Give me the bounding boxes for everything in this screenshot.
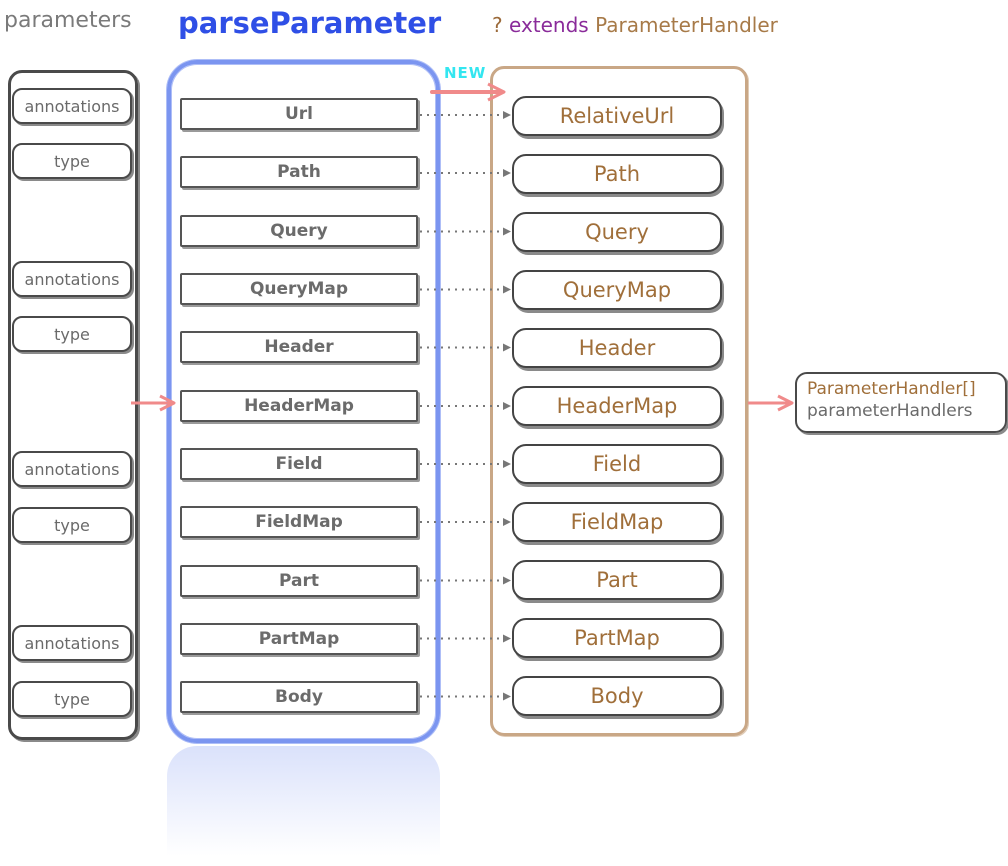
- param-type-3: type: [12, 507, 132, 543]
- handler-field: Field: [512, 444, 722, 484]
- annotation-path: Path: [180, 156, 418, 188]
- annotation-query: Query: [180, 215, 418, 247]
- handler-path: Path: [512, 154, 722, 194]
- result-name: parameterHandlers: [807, 401, 973, 421]
- handler-column: [490, 66, 748, 736]
- annotation-headermap: HeaderMap: [180, 390, 418, 422]
- handler-headermap: HeaderMap: [512, 386, 722, 426]
- parameters-title: parameters: [4, 8, 132, 33]
- annotation-field: Field: [180, 448, 418, 480]
- output-arrow: [748, 394, 794, 412]
- handler-fieldmap: FieldMap: [512, 502, 722, 542]
- annotation-querymap: QueryMap: [180, 273, 418, 305]
- annotation-body: Body: [180, 681, 418, 713]
- param-annotations-2: annotations: [12, 261, 132, 297]
- annotation-partmap: PartMap: [180, 623, 418, 655]
- handler-query: Query: [512, 212, 722, 252]
- param-type-1: type: [12, 143, 132, 179]
- result-type: ParameterHandler[]: [807, 379, 976, 399]
- new-label: NEW: [444, 64, 487, 82]
- parameters-column: [8, 70, 138, 740]
- param-annotations-3: annotations: [12, 451, 132, 487]
- parse-parameter-title: parseParameter: [178, 6, 442, 40]
- param-type-2: type: [12, 316, 132, 352]
- annotation-fieldmap: FieldMap: [180, 506, 418, 538]
- parse-column-reflection: [167, 746, 440, 856]
- input-arrow: [131, 394, 176, 412]
- wildcard-symbol: ?: [492, 13, 503, 37]
- parameter-handlers-result: ParameterHandler[] parameterHandlers: [795, 372, 1007, 433]
- handler-part: Part: [512, 560, 722, 600]
- parameter-handler-class: ParameterHandler: [595, 13, 778, 37]
- handler-header: Header: [512, 328, 722, 368]
- handler-relativeurl: RelativeUrl: [512, 96, 722, 136]
- annotation-part: Part: [180, 565, 418, 597]
- dotted-connectors: [420, 111, 511, 701]
- handler-body: Body: [512, 676, 722, 716]
- param-type-4: type: [12, 681, 132, 717]
- param-annotations-1: annotations: [12, 88, 132, 124]
- extends-keyword: extends: [508, 13, 589, 37]
- new-arrow: [430, 82, 506, 102]
- annotation-url: Url: [180, 98, 418, 130]
- handler-querymap: QueryMap: [512, 270, 722, 310]
- annotation-header: Header: [180, 331, 418, 363]
- extends-title: ? extends ParameterHandler: [492, 13, 778, 37]
- param-annotations-4: annotations: [12, 625, 132, 661]
- handler-partmap: PartMap: [512, 618, 722, 658]
